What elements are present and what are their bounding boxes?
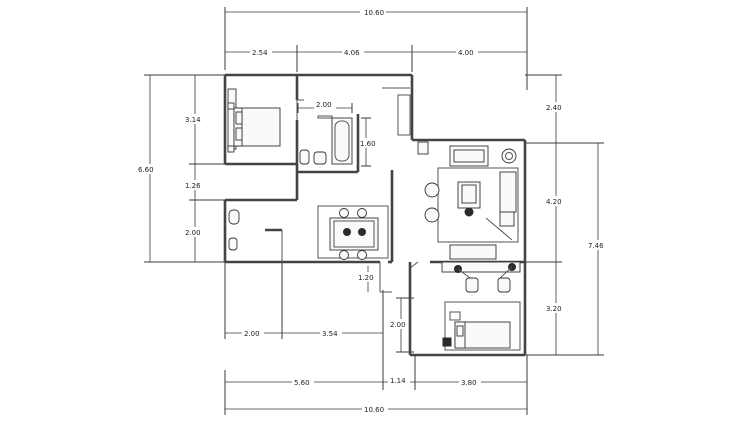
- dim-bottom-left: 5.60: [294, 379, 310, 387]
- dim-top-left: 2.54: [252, 49, 268, 57]
- sink-1: [313, 151, 327, 165]
- nightstand-3: [442, 337, 452, 347]
- bathroom-2: [228, 209, 240, 251]
- sofa-right: [499, 171, 517, 213]
- dim-left-corridor: 1.26: [185, 182, 201, 190]
- doors: [296, 99, 419, 293]
- bedroom-2: [441, 261, 521, 351]
- dim-left-bath: 2.00: [185, 229, 201, 237]
- toilet-1: [299, 149, 310, 165]
- dim-right-living: 4.20: [546, 198, 562, 206]
- dim-bath-height: 1.60: [360, 140, 376, 148]
- dining-rug: [317, 205, 389, 259]
- dim-top-total: 10.60: [364, 9, 384, 17]
- living-rug: [437, 167, 519, 243]
- door-bedroom2: [409, 261, 419, 269]
- dim-bottom-right: 3.80: [461, 379, 477, 387]
- dim-bedroom2-depth: 2.00: [390, 321, 406, 329]
- dim-right-top: 2.40: [546, 104, 562, 112]
- dim-top-right: 4.00: [458, 49, 474, 57]
- living-room: [417, 141, 519, 260]
- dim-left-bedroom: 3.14: [185, 116, 201, 124]
- armchair: [499, 211, 515, 227]
- bathtub: [331, 117, 353, 165]
- toilet-2: [228, 209, 240, 225]
- desk: [441, 261, 521, 273]
- dining-table: [329, 217, 379, 251]
- dim-lower-left: 2.00: [244, 330, 260, 338]
- dim-lower-mid: 3.54: [322, 330, 338, 338]
- dim-bottom-gap: 1.14: [390, 377, 406, 385]
- side-table-2: [424, 207, 440, 223]
- nightstand-1: [227, 102, 235, 110]
- dim-bottom-total: 10.60: [364, 406, 384, 414]
- sink-2: [228, 237, 238, 251]
- chair-2: [497, 277, 511, 293]
- chair-1: [465, 277, 479, 293]
- dining-area: [317, 205, 389, 260]
- bedroom2-rug: [444, 301, 521, 351]
- walls: [223, 73, 527, 357]
- dim-entry-width: 1.20: [358, 274, 374, 282]
- tv-stand: [449, 244, 497, 260]
- dim-right-bedroom: 3.20: [546, 305, 562, 313]
- dim-left-total: 6.60: [138, 166, 154, 174]
- dining-chairs: [339, 208, 367, 260]
- dimension-labels: 10.60 2.54 4.06 4.00 6.60 3.14 1.26 2.00…: [136, 7, 608, 414]
- fireplace: [417, 141, 429, 155]
- door-swing-entry: [379, 262, 392, 293]
- dim-top-middle: 4.06: [344, 49, 360, 57]
- side-table-1: [424, 182, 440, 198]
- dim-right-total: 7.46: [588, 242, 604, 250]
- nightstand-2: [227, 145, 235, 153]
- bedroom-1: [227, 88, 281, 153]
- bathroom-1: [299, 115, 353, 165]
- floor-lamp: [501, 148, 517, 164]
- dimension-lines: [144, 7, 604, 415]
- dim-bath-width: 2.00: [316, 101, 332, 109]
